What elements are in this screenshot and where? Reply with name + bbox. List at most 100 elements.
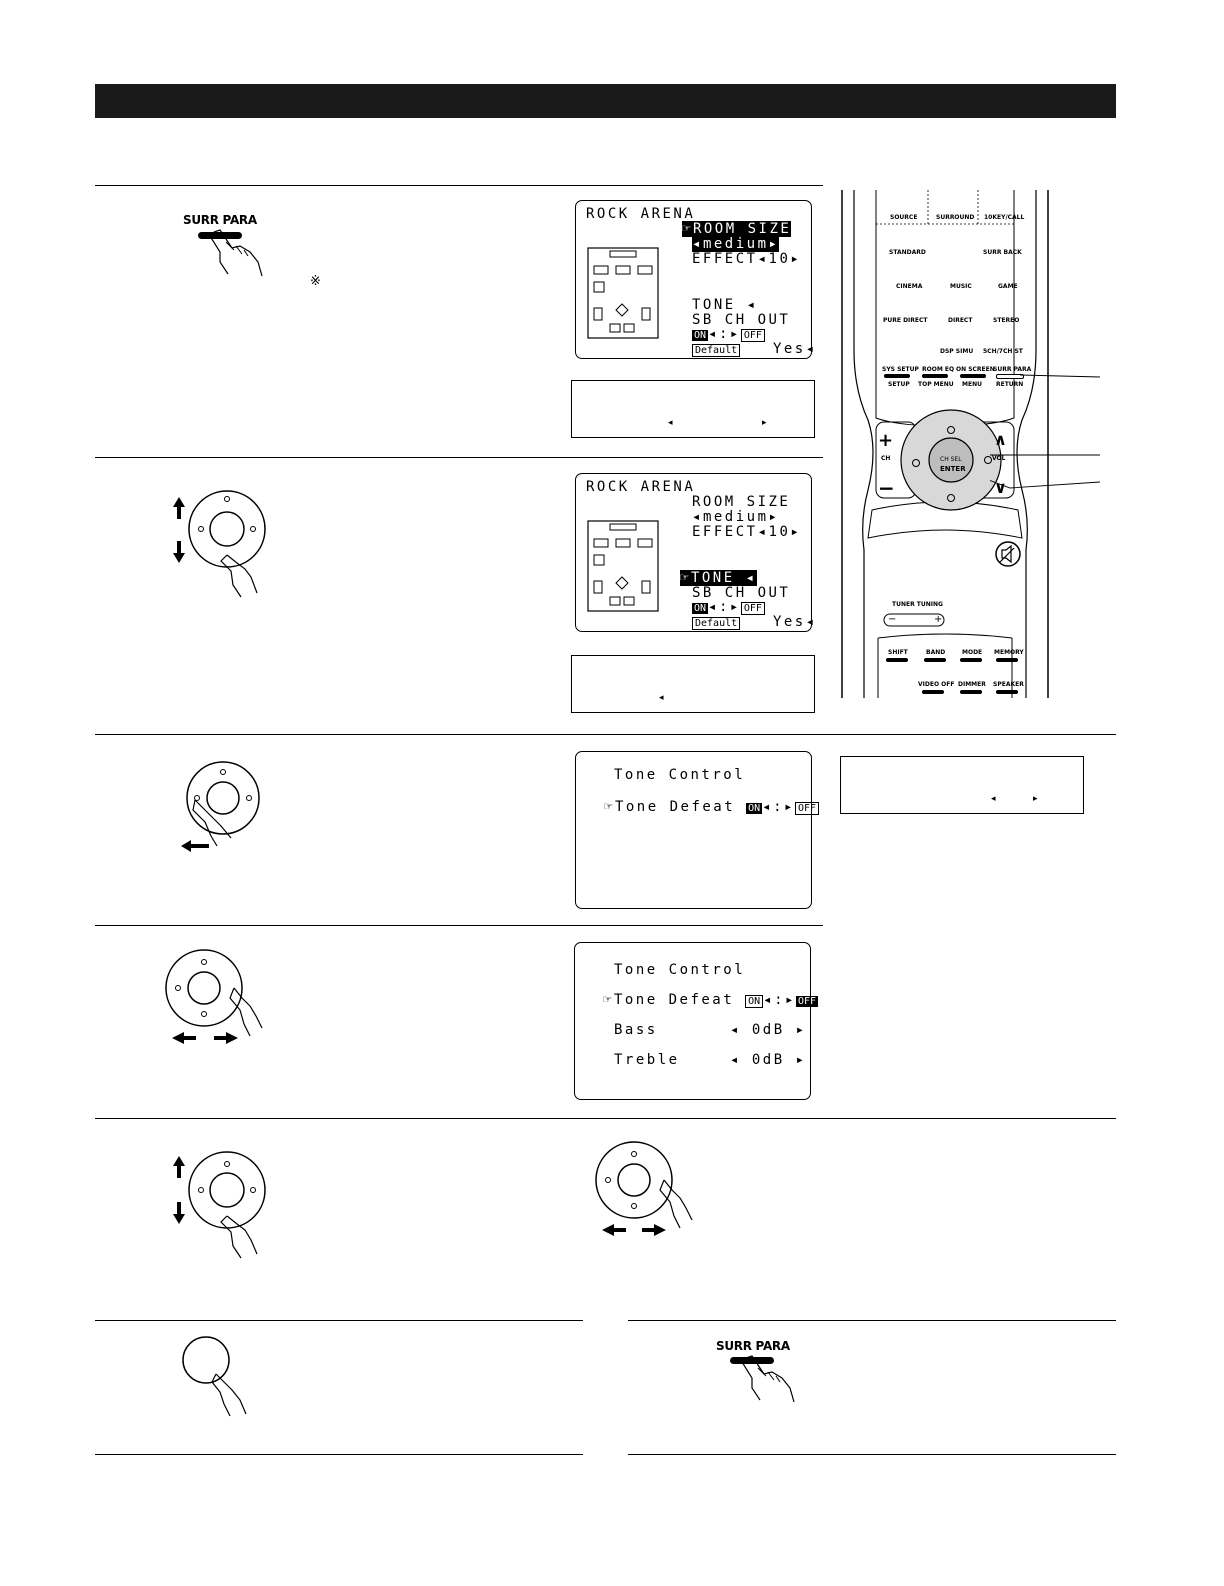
divider-step2 bbox=[95, 457, 823, 458]
cursor-pad-up-down-illustration bbox=[173, 490, 266, 598]
display-left-arrow-icon: ◂ bbox=[668, 418, 673, 428]
osd-treble-value: ◂ 0dB ▸ bbox=[730, 1052, 807, 1068]
remote-mode-button[interactable] bbox=[960, 658, 982, 662]
osd-title: ROCK ARENA bbox=[586, 479, 696, 495]
divider-bottom-right bbox=[628, 1454, 1116, 1455]
remote-band-label: BAND bbox=[926, 649, 946, 656]
remote-vol-up-button[interactable]: ∧ bbox=[994, 430, 1007, 449]
remote-sys-setup-button[interactable] bbox=[884, 374, 910, 378]
osd-default-row: Default Yes◂ bbox=[692, 342, 817, 357]
remote-dimmer-button[interactable] bbox=[960, 690, 982, 694]
remote-surr-para-button[interactable] bbox=[996, 374, 1024, 379]
display-right-arrow-icon: ▸ bbox=[1033, 794, 1038, 804]
surr-para-label: SURR PARA bbox=[183, 213, 257, 227]
osd-screen-tone-adjust: Tone Control ☞Tone Defeat ON◂:▸OFF Bass … bbox=[574, 942, 818, 1100]
remote-on-screen-label: ON SCREEN bbox=[956, 366, 995, 373]
remote-room-eq-button[interactable] bbox=[922, 374, 948, 378]
remote-on-screen-button[interactable] bbox=[960, 374, 986, 378]
front-panel-display: ◂ bbox=[571, 655, 815, 713]
remote-room-eq-label: ROOM EQ bbox=[922, 366, 955, 373]
front-panel-display: ◂ ▸ bbox=[840, 756, 1084, 814]
front-panel-display: ◂ ▸ bbox=[571, 380, 815, 438]
osd-tone-control-title: Tone Control bbox=[614, 767, 746, 783]
remote-tuning-plus-button[interactable]: + bbox=[934, 614, 943, 625]
divider-bottom-left bbox=[95, 1454, 583, 1455]
osd-treble-row: Treble bbox=[614, 1052, 680, 1068]
remote-music-button[interactable]: MUSIC bbox=[950, 283, 972, 290]
speaker-layout-icon bbox=[587, 520, 659, 612]
osd-room-size-row: ROOM SIZE bbox=[692, 494, 791, 510]
osd-on-off-row: ON◂:▸OFF bbox=[692, 600, 765, 615]
remote-mode-label: MODE bbox=[962, 649, 983, 656]
osd-screen-tone-select: ROCK ARENA ROOM SIZE ◂medium▸ EFFECT◂10▸… bbox=[575, 473, 814, 632]
remote-return-label: RETURN bbox=[996, 381, 1024, 388]
speaker-layout-icon bbox=[587, 247, 659, 339]
divider-step6-left bbox=[95, 1320, 583, 1321]
display-right-arrow-icon: ▸ bbox=[762, 418, 767, 428]
remote-ch-minus-button[interactable]: − bbox=[878, 476, 895, 500]
cursor-pad-left-illustration bbox=[181, 761, 260, 852]
divider-step3 bbox=[95, 734, 1116, 735]
remote-sys-setup-label: SYS SETUP bbox=[882, 366, 919, 373]
remote-dsp-simu-button[interactable]: DSP SIMU bbox=[940, 348, 974, 355]
section-header-bar bbox=[95, 84, 1116, 118]
divider-step1 bbox=[95, 185, 823, 186]
remote-tuner-tuning-label: TUNER TUNING bbox=[892, 601, 943, 608]
osd-screen-room-size: ROCK ARENA ☞ROOM SIZE ◂medium▸ EFFECT◂10… bbox=[575, 200, 814, 359]
divider-step5 bbox=[95, 1118, 1116, 1119]
pressing-hand-icon bbox=[209, 229, 263, 277]
remote-speaker-label: SPEAKER bbox=[993, 681, 1024, 688]
osd-room-value-row: ◂medium▸ bbox=[692, 509, 780, 525]
remote-shift-button[interactable] bbox=[886, 658, 908, 662]
surr-para-label: SURR PARA bbox=[716, 1339, 790, 1353]
remote-source-label: SOURCE bbox=[890, 214, 918, 221]
remote-setup-label: SETUP bbox=[888, 381, 910, 388]
remote-memory-button[interactable] bbox=[996, 658, 1018, 662]
osd-sb-row: SB CH OUT bbox=[692, 312, 791, 328]
remote-menu-label: MENU bbox=[962, 381, 982, 388]
enter-button-press-illustration bbox=[182, 1336, 247, 1417]
osd-sb-row: SB CH OUT bbox=[692, 585, 791, 601]
remote-dimmer-label: DIMMER bbox=[958, 681, 986, 688]
osd-tone-defeat-row: ☞Tone Defeat ON◂:▸OFF bbox=[604, 800, 819, 815]
remote-cinema-button[interactable]: CINEMA bbox=[896, 283, 923, 290]
remote-surr-para-label: SURR PARA bbox=[993, 366, 1032, 373]
remote-ch-sel-label: CH SEL bbox=[940, 456, 962, 463]
cursor-pad-up-down-illustration bbox=[173, 1151, 266, 1259]
remote-speaker-button[interactable] bbox=[996, 690, 1018, 694]
remote-top-menu-label: TOP MENU bbox=[918, 381, 954, 388]
remote-game-button[interactable]: GAME bbox=[998, 283, 1018, 290]
callout-lines bbox=[990, 374, 1101, 489]
remote-video-off-label: VIDEO OFF bbox=[918, 681, 955, 688]
remote-surround-label: SURROUND bbox=[936, 214, 975, 221]
remote-body-outline bbox=[841, 190, 1049, 698]
divider-step4 bbox=[95, 925, 823, 926]
remote-standard-button[interactable]: STANDARD bbox=[889, 249, 926, 256]
remote-ch-label: CH bbox=[881, 455, 891, 462]
remote-video-off-button[interactable] bbox=[922, 690, 944, 694]
surr-para-button[interactable] bbox=[730, 1357, 774, 1364]
remote-enter-button[interactable]: ENTER bbox=[940, 465, 966, 473]
osd-tone-defeat-row: ☞Tone Defeat ON◂:▸OFF bbox=[603, 992, 818, 1008]
osd-bass-row: Bass bbox=[614, 1022, 658, 1038]
osd-default-row: Default Yes◂ bbox=[692, 615, 817, 630]
surr-para-button[interactable] bbox=[198, 232, 242, 239]
remote-pure-direct-button[interactable]: PURE DIRECT bbox=[883, 317, 928, 324]
remote-control: SOURCE SURROUND 10KEY/CALL STANDARD SURR… bbox=[838, 190, 1052, 698]
osd-bass-value: ◂ 0dB ▸ bbox=[730, 1022, 807, 1038]
remote-10key-label: 10KEY/CALL bbox=[984, 214, 1025, 221]
remote-ch-plus-button[interactable]: + bbox=[878, 430, 894, 451]
remote-memory-label: MEMORY bbox=[994, 649, 1024, 656]
remote-5ch7ch-button[interactable]: 5CH/7CH ST bbox=[983, 348, 1023, 355]
remote-surr-back-button[interactable]: SURR BACK bbox=[983, 249, 1022, 256]
remote-direct-button[interactable]: DIRECT bbox=[948, 317, 973, 324]
osd-effect-row: EFFECT◂10▸ bbox=[692, 251, 802, 267]
remote-tuning-minus-button[interactable]: − bbox=[888, 614, 897, 625]
display-left-arrow-icon: ◂ bbox=[991, 794, 996, 804]
osd-screen-tone-control: Tone Control ☞Tone Defeat ON◂:▸OFF bbox=[575, 751, 819, 909]
surr-para-button-illustration: SURR PARA bbox=[712, 1338, 822, 1408]
osd-tone-control-title: Tone Control bbox=[614, 962, 746, 978]
remote-band-button[interactable] bbox=[924, 658, 946, 662]
osd-room-value-row: ◂medium▸ bbox=[692, 236, 780, 252]
remote-stereo-button[interactable]: STEREO bbox=[993, 317, 1020, 324]
